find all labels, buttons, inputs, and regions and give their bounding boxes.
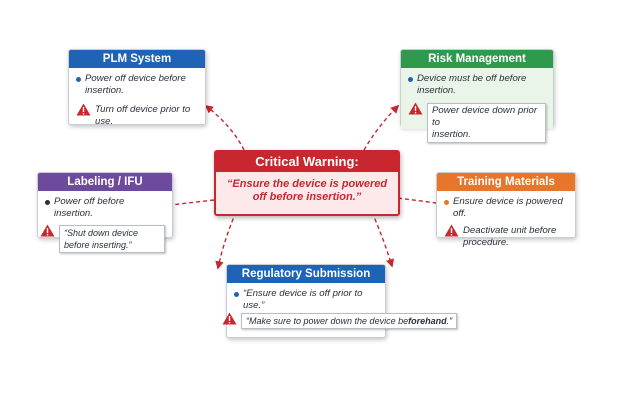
risk-bullet: Device must be off before insertion.: [408, 73, 546, 97]
plm-system-title: PLM System: [69, 50, 205, 68]
risk-warning-box: Power device down prior to insertion.: [427, 103, 546, 143]
plm-system-card: PLM System Power off device before inser…: [68, 49, 206, 128]
arrow-to-risk: [363, 104, 400, 151]
bullet-dot-icon: [234, 292, 239, 297]
regulatory-bullet: “Ensure device is off prior to use.”: [234, 288, 378, 312]
regulatory-warning-pre: “Make sure to power down the device be: [246, 316, 409, 326]
training-materials-card: Training Materials Ensure device is powe…: [436, 172, 576, 248]
regulatory-warning-bold: forehand: [408, 316, 447, 326]
labeling-bullet: Power off before insertion.: [45, 196, 165, 220]
critical-warning-message: “Ensure the device is powered off before…: [216, 172, 398, 204]
plm-warning: Turn off device prior to use.: [76, 103, 198, 128]
labeling-warning: “Shut down device before inserting.”: [40, 224, 165, 253]
bullet-dot-icon: [76, 77, 81, 82]
warning-triangle-icon: [76, 103, 91, 120]
warning-triangle-icon: [408, 102, 423, 119]
risk-bullet-text: Device must be off before insertion.: [417, 73, 527, 96]
labeling-warning-box: “Shut down device before inserting.”: [59, 225, 165, 253]
labeling-bullet-text: Power off before insertion.: [54, 196, 125, 219]
regulatory-bullet-text: “Ensure device is off prior to use.”: [243, 288, 363, 311]
warning-triangle-icon: [40, 224, 55, 241]
plm-bullet-text: Power off device before insertion.: [85, 73, 186, 96]
warning-triangle-icon: [444, 224, 459, 241]
labeling-ifu-title: Labeling / IFU: [38, 173, 172, 191]
warning-triangle-icon: [222, 312, 237, 329]
critical-warning-title: Critical Warning:: [216, 152, 398, 172]
risk-warning: Power device down prior to insertion.: [408, 102, 546, 143]
regulatory-warning-post: .”: [446, 316, 453, 326]
labeling-ifu-card: Labeling / IFU Power off before insertio…: [37, 172, 173, 253]
arrow-to-regulatory-left: [215, 211, 237, 270]
regulatory-submission-title: Regulatory Submission: [227, 265, 385, 283]
regulatory-warning: “Make sure to power down the device befo…: [222, 312, 458, 329]
bullet-dot-icon: [408, 77, 413, 82]
training-warning-text: Deactivate unit before procedure.: [463, 225, 557, 248]
training-materials-title: Training Materials: [437, 173, 575, 191]
risk-warning-line1: Power device down prior to: [432, 105, 538, 128]
risk-management-card: Risk Management Device must be off befor…: [400, 49, 554, 143]
arrow-to-regulatory-right: [371, 211, 395, 268]
critical-warning-line2: off before insertion.”: [252, 191, 362, 203]
labeling-warning-text: “Shut down device before inserting.”: [64, 228, 139, 250]
plm-warning-text: Turn off device prior to use.: [95, 104, 191, 127]
training-warning: Deactivate unit before procedure.: [444, 224, 568, 249]
bullet-dot-icon: [444, 200, 449, 205]
risk-management-title: Risk Management: [401, 50, 553, 68]
arrow-to-plm: [204, 104, 245, 151]
risk-warning-line2: insertion.: [432, 129, 471, 140]
training-bullet-text: Ensure device is powered off.: [453, 196, 563, 219]
critical-warning-line1: “Ensure the device is powered: [226, 178, 388, 190]
regulatory-warning-box: “Make sure to power down the device befo…: [241, 313, 458, 329]
bullet-dot-icon: [45, 200, 50, 205]
critical-warning-card: Critical Warning: “Ensure the device is …: [214, 150, 400, 216]
training-bullet: Ensure device is powered off.: [444, 196, 568, 220]
plm-bullet: Power off device before insertion.: [76, 73, 198, 97]
